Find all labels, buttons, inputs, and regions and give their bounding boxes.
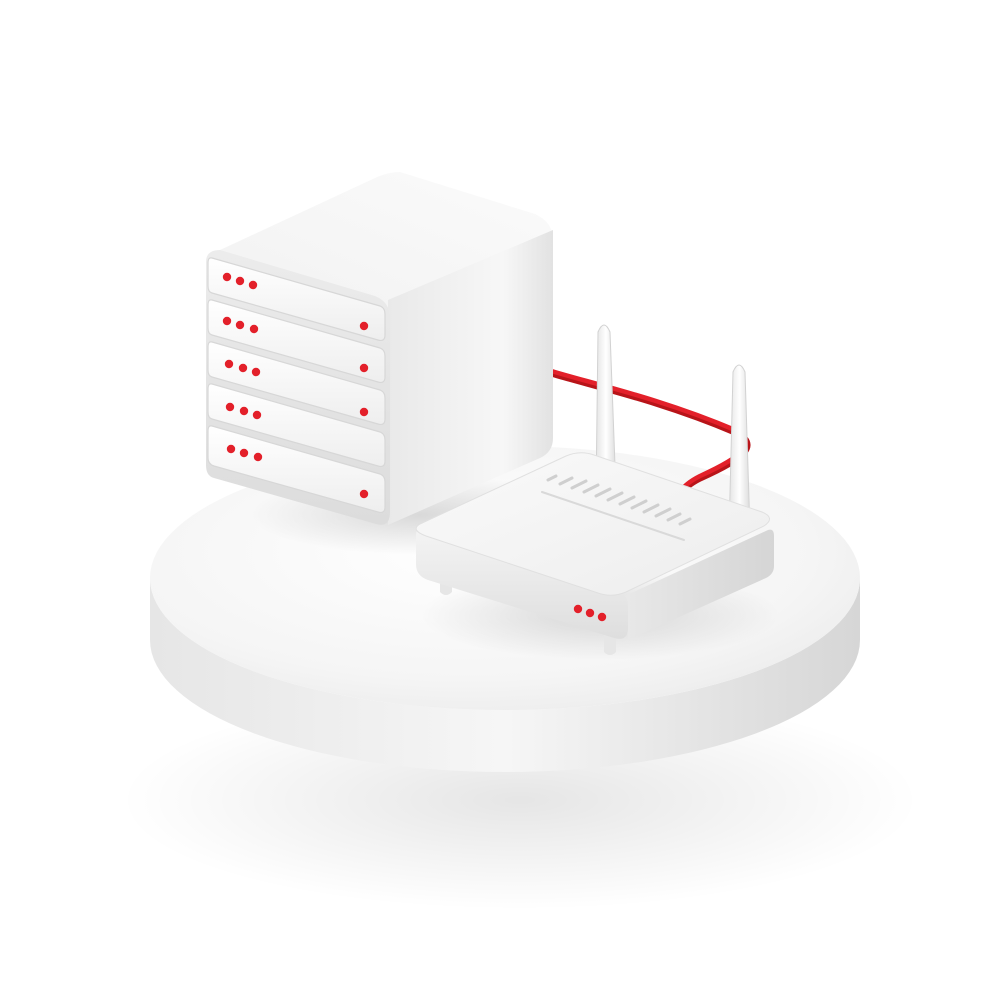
led <box>224 359 234 369</box>
led <box>239 406 249 416</box>
drive-bay <box>207 383 386 468</box>
router-led <box>573 604 583 614</box>
status-led <box>359 363 369 373</box>
drive-bay <box>207 425 386 514</box>
led <box>226 444 236 454</box>
server-rack <box>206 172 553 525</box>
led <box>253 452 263 462</box>
antenna-right <box>728 364 751 535</box>
led <box>222 316 232 326</box>
led <box>251 367 261 377</box>
router-vents <box>541 474 692 541</box>
led <box>238 363 248 373</box>
led <box>235 320 245 330</box>
router-foot <box>604 634 616 655</box>
router-led <box>597 612 607 622</box>
router-top <box>415 452 770 596</box>
drive-bay <box>207 299 386 384</box>
led <box>249 324 259 334</box>
platform-side <box>150 578 860 772</box>
router-side <box>625 529 774 640</box>
drive-bay <box>207 257 386 342</box>
status-led <box>359 321 369 331</box>
status-led <box>359 407 369 417</box>
led <box>225 402 235 412</box>
status-led <box>359 489 369 499</box>
wifi-router <box>415 324 774 655</box>
led <box>239 448 249 458</box>
led <box>235 276 245 286</box>
drive-bay <box>207 341 386 426</box>
server-side <box>388 230 553 525</box>
led <box>222 272 232 282</box>
led <box>248 280 258 290</box>
router-led <box>585 608 595 618</box>
led <box>252 410 262 420</box>
